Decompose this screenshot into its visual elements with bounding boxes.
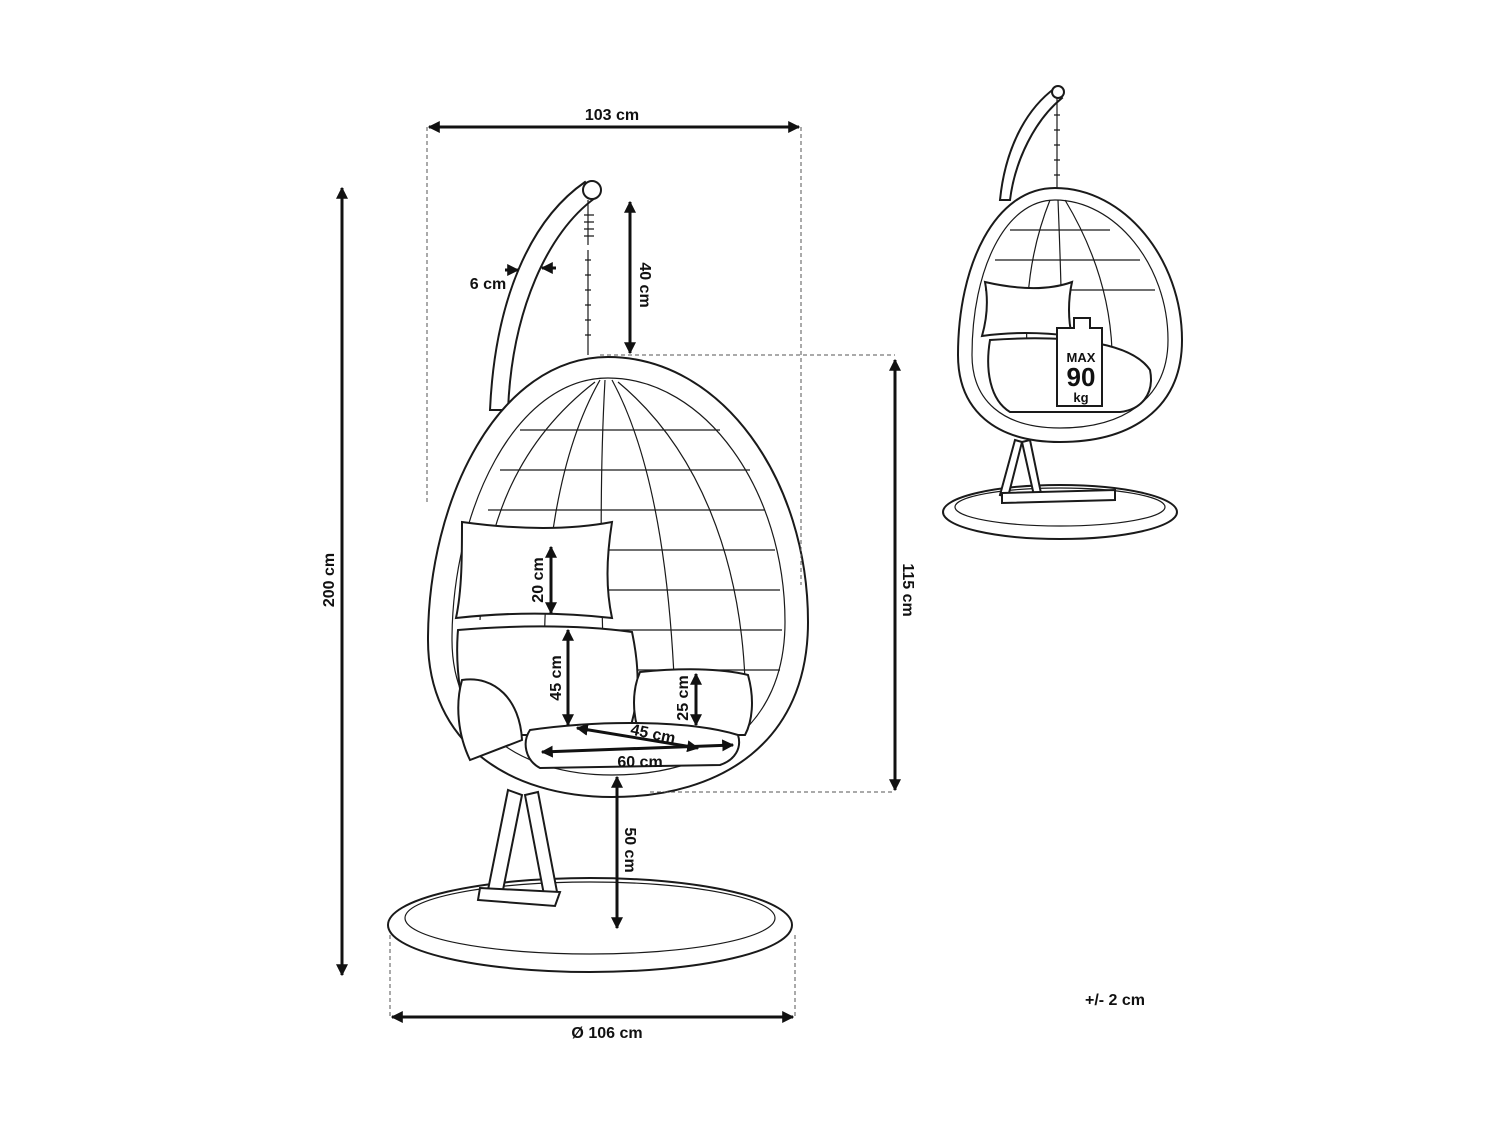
small-stand-foot (1001, 488, 1116, 505)
label-20: 20 cm (530, 557, 547, 602)
stand-leg-left (486, 788, 524, 897)
label-6: 6 cm (470, 276, 506, 293)
spring (584, 200, 594, 245)
chain (585, 250, 591, 355)
label-45-vertical: 45 cm (548, 655, 565, 700)
tolerance-note: +/- 2 cm (1085, 992, 1145, 1009)
dimension-lines (336, 121, 901, 1023)
stand-top-knob (582, 180, 602, 200)
label-106: Ø 106 cm (571, 1025, 642, 1042)
label-115: 115 cm (899, 563, 916, 616)
max-load-unit: kg (1073, 390, 1088, 405)
base-plate (387, 877, 793, 973)
small-chain (1054, 98, 1060, 188)
main-chair-illustration (387, 180, 810, 973)
label-40: 40 cm (636, 262, 653, 307)
dim-60 (540, 739, 735, 758)
stand-foot (476, 886, 562, 908)
label-60: 60 cm (617, 754, 662, 771)
label-25: 25 cm (675, 675, 692, 720)
base-plate-inner (404, 881, 776, 955)
max-load-value: 90 (1067, 362, 1096, 392)
small-chair-illustration: MAX 90 kg (942, 85, 1184, 540)
max-load-badge: MAX 90 kg (1056, 317, 1103, 407)
label-50: 50 cm (621, 827, 638, 872)
side-cushion-left (457, 678, 524, 762)
small-stand-arc (998, 86, 1064, 201)
weight-icon (1056, 317, 1103, 407)
back-pillow (454, 520, 614, 620)
max-load-label: MAX (1067, 350, 1096, 365)
dimension-labels: 103 cm 6 cm 40 cm 200 cm 115 cm 20 cm 45… (321, 107, 1145, 1042)
label-103: 103 cm (585, 107, 639, 124)
label-200: 200 cm (321, 553, 338, 607)
basket-inner-rim (451, 377, 786, 776)
